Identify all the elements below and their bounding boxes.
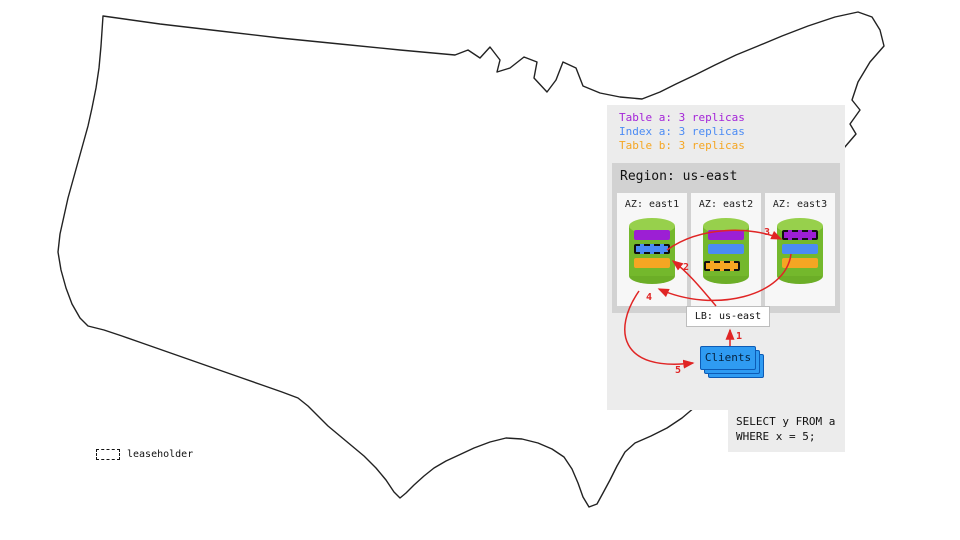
replica-index-a xyxy=(782,244,818,254)
load-balancer: LB: us-east xyxy=(686,306,770,327)
replica-legend: Table a: 3 replicas Index a: 3 replicas … xyxy=(619,111,745,153)
sql-line-2: WHERE x = 5; xyxy=(736,430,816,443)
sql-query-box: SELECT y FROM a WHERE x = 5; xyxy=(728,407,845,452)
az-east1-label: AZ: east1 xyxy=(624,199,680,210)
legend-table-a: Table a: 3 replicas xyxy=(619,111,745,124)
az-east3-label: AZ: east3 xyxy=(772,199,828,210)
step-label-3: 3 xyxy=(764,227,771,238)
az-row: AZ: east1 AZ: east2 xyxy=(617,193,835,306)
client-card-front: Clients xyxy=(700,346,756,370)
step-label-2: 2 xyxy=(683,262,690,273)
legend-table-b: Table b: 3 replicas xyxy=(619,139,745,152)
leaseholder-legend: leaseholder xyxy=(96,449,193,460)
replica-table-b xyxy=(634,258,670,268)
step-label-1: 1 xyxy=(736,331,743,342)
clients-stack: Clients xyxy=(700,346,772,384)
node-cylinder-east1 xyxy=(629,218,675,284)
replica-table-a-leaseholder xyxy=(782,230,818,240)
replica-table-a xyxy=(634,230,670,240)
replica-table-b xyxy=(782,258,818,268)
legend-index-a: Index a: 3 replicas xyxy=(619,125,745,138)
az-east2: AZ: east2 xyxy=(691,193,761,306)
az-east1: AZ: east1 xyxy=(617,193,687,306)
az-east2-label: AZ: east2 xyxy=(698,199,754,210)
replica-table-a xyxy=(708,230,744,240)
replica-table-b-leaseholder xyxy=(704,261,740,271)
replica-index-a-leaseholder xyxy=(634,244,670,254)
node-cylinder-east3 xyxy=(777,218,823,284)
leaseholder-label: leaseholder xyxy=(127,449,194,460)
sql-line-1: SELECT y FROM a xyxy=(736,415,836,428)
region-box: Region: us-east AZ: east1 AZ: east2 xyxy=(612,163,840,313)
az-east3: AZ: east3 xyxy=(765,193,835,306)
replica-index-a xyxy=(708,244,744,254)
step-label-4: 4 xyxy=(646,292,653,303)
region-title: Region: us-east xyxy=(620,169,738,184)
step-label-5: 5 xyxy=(675,365,682,376)
node-cylinder-east2 xyxy=(703,218,749,284)
leaseholder-swatch-icon xyxy=(96,449,120,460)
